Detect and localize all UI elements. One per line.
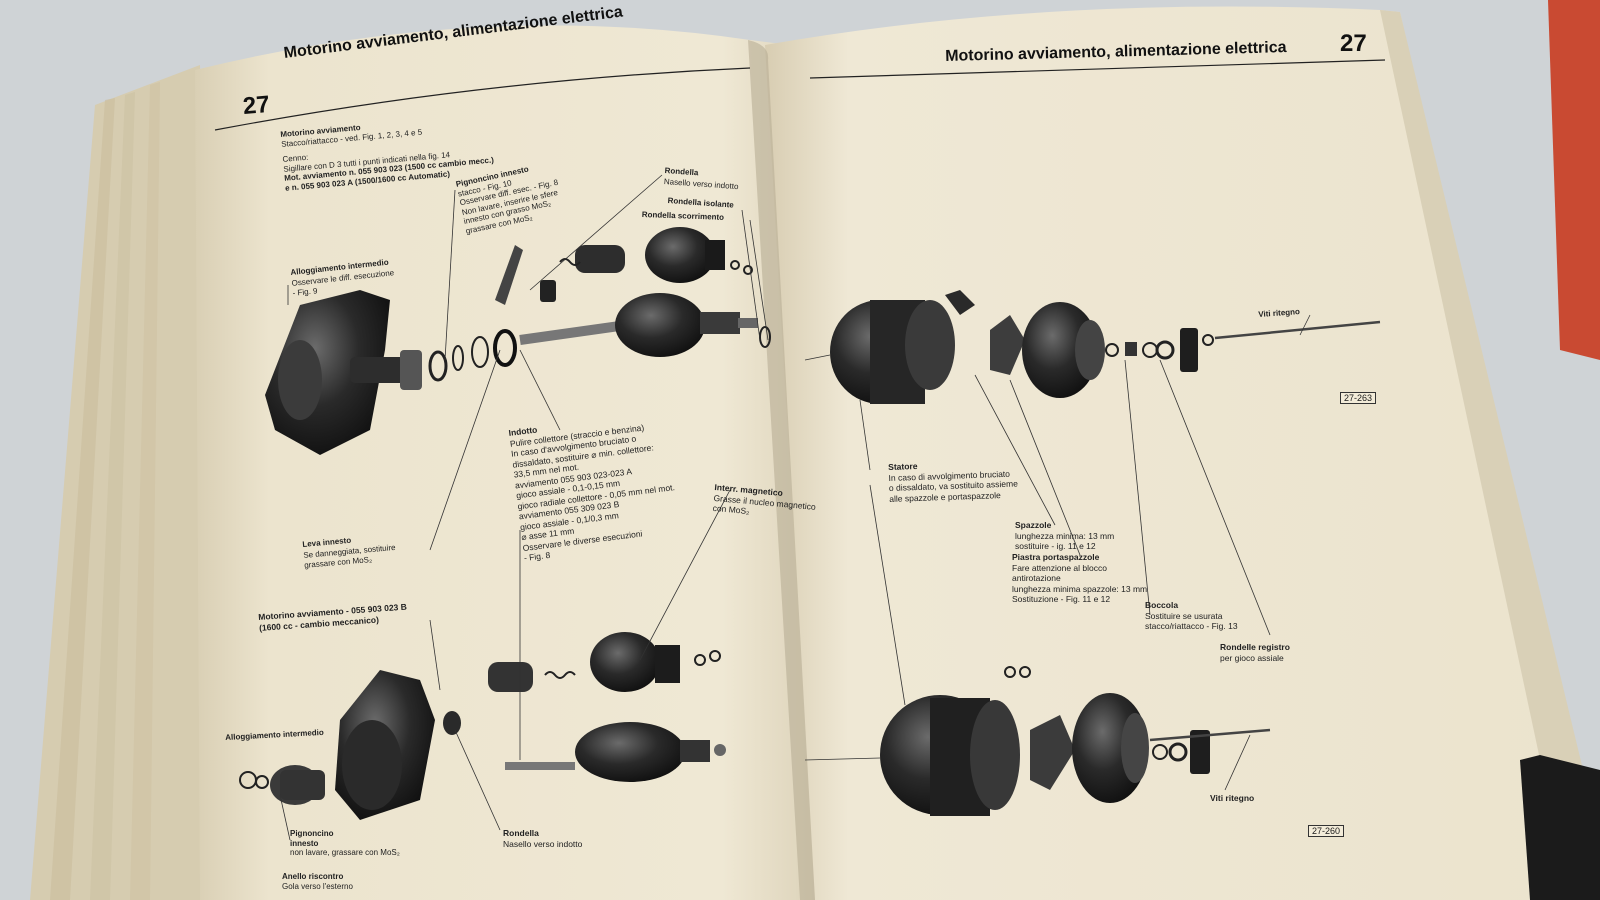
red-book-corner xyxy=(1548,0,1600,360)
starter-motor-diagram-bottom xyxy=(239,632,726,820)
label-anello-riscontro: Anello riscontro Gola verso l'esterno xyxy=(282,872,353,891)
page-stack-right xyxy=(1380,10,1600,900)
label-statore: Statore In caso di avvolgimento bruciato… xyxy=(888,460,1018,504)
right-page xyxy=(765,6,1600,900)
label-viti-ritegno-bottom: Viti ritegno xyxy=(1210,793,1255,803)
page-stack-left xyxy=(30,65,215,900)
figure-ref-bottom: 27-260 xyxy=(1308,825,1345,837)
label-indotto: Indotto Pulire collettore (straccio e be… xyxy=(508,421,676,563)
chapter-number-left: 27 xyxy=(241,90,271,121)
starter-motor-diagram-top xyxy=(265,227,771,455)
figure-ref-top: 27-263 xyxy=(1340,392,1377,404)
starter-motor-diagram-right-bottom xyxy=(880,666,1271,816)
starter-motor-diagram-right-top xyxy=(830,290,1381,404)
label-pignoncino-2: Pignoncino innesto non lavare, grassare … xyxy=(290,829,400,857)
label-rondelle-registro: Rondelle registro per gioco assiale xyxy=(1220,642,1290,663)
label-spazzole: Spazzole lunghezza minima: 13 mm sostitu… xyxy=(1015,520,1115,551)
label-boccola: Boccola Sostituire se usurata stacco/ria… xyxy=(1145,600,1238,631)
label-rondella-bottom: Rondella Nasello verso indotto xyxy=(503,828,583,849)
chapter-number-right: 27 xyxy=(1340,30,1367,57)
leader-lines xyxy=(279,174,1311,841)
label-piastra-portaspazzole: Piastra portaspazzole Fare attenzione al… xyxy=(1012,552,1148,604)
